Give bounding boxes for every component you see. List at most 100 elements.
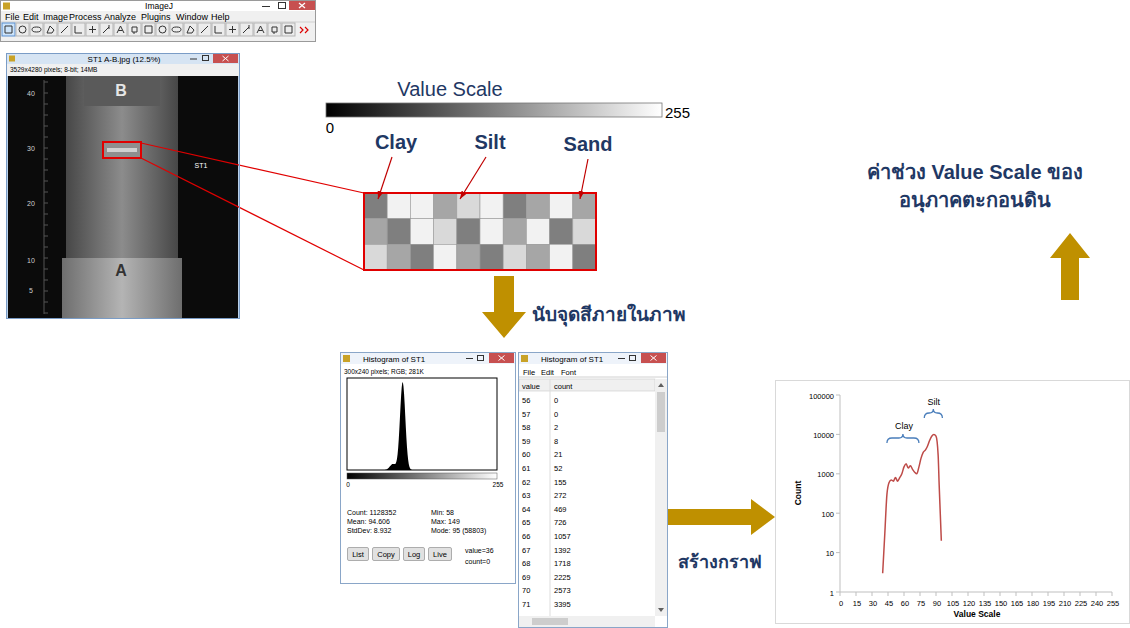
line-chart	[775, 380, 1130, 624]
axis-tick-label: 10000	[813, 431, 834, 440]
toolbar-button	[47, 26, 54, 33]
cursor-readout: count=0	[465, 558, 490, 566]
toolbar-button	[2, 23, 295, 36]
histogram-window: Histogram of ST1300x240 pixels; RGB; 281…	[340, 352, 516, 584]
table-cell: 272	[554, 491, 567, 500]
depth-number: 20	[27, 200, 35, 208]
histogram-list-frame	[657, 392, 665, 432]
line-chart	[936, 592, 937, 596]
table-cell: 21	[554, 450, 562, 459]
histogram-list-frame	[618, 358, 625, 359]
axis-tick-label: 45	[885, 599, 893, 608]
axis-tick-label: 10	[826, 549, 834, 558]
pixel-cell	[434, 193, 457, 219]
toolbar-button	[145, 26, 152, 33]
toolbar-button	[128, 23, 141, 36]
pixel-cell	[364, 219, 387, 245]
table-cell: 63	[522, 491, 530, 500]
axis-number: 0	[346, 481, 350, 489]
toolbar-button	[30, 23, 43, 36]
window-title: ST1 A-B.jpg (12.5%)	[88, 55, 161, 65]
depth-ruler	[44, 192, 48, 193]
line-chart	[840, 592, 841, 596]
toolbar-button	[229, 26, 236, 33]
axis-number: 255	[493, 481, 504, 489]
histogram-list-frame	[519, 616, 655, 627]
line-chart	[904, 592, 905, 596]
pixel-cell	[410, 193, 433, 219]
depth-ruler	[44, 181, 48, 182]
toolbar-button	[285, 26, 292, 33]
image-window-frame	[213, 54, 238, 63]
depth-ruler	[44, 115, 48, 116]
menu-item: Edit	[23, 12, 39, 23]
histogram-list-frame	[519, 379, 655, 391]
selection-box	[107, 148, 137, 152]
table-cell: 155	[554, 478, 567, 487]
histogram-window-frame	[343, 355, 350, 362]
core-end-mark: A	[115, 261, 127, 280]
histogram-list-frame	[518, 352, 668, 628]
line-chart	[1032, 592, 1033, 596]
line-chart	[836, 434, 840, 435]
pixel-cell	[457, 244, 480, 270]
histogram-list-frame	[630, 356, 636, 361]
histogram-list-frame	[521, 355, 528, 362]
image-window: ST1 A-B.jpg (12.5%)3529x4280 pixels; 8-b…	[6, 53, 240, 319]
toolbar-button	[254, 23, 267, 36]
button-label: Live	[433, 550, 447, 559]
depth-ruler	[44, 269, 48, 270]
toolbar-button	[159, 26, 166, 33]
table-cell: 66	[522, 532, 530, 541]
histogram-list-frame	[519, 353, 667, 364]
axis-tick-label: 105	[947, 599, 960, 608]
app-window-frame	[279, 3, 286, 9]
toolbar-button	[117, 26, 124, 33]
menu-item: Image	[43, 12, 68, 23]
axis-tick-label: 225	[1075, 599, 1088, 608]
result-label: ค่าช่วง Value Scale ของ อนุภาคตะกอนดิน	[840, 158, 1110, 214]
pixel-cell	[503, 244, 526, 270]
image-window-frame	[190, 59, 197, 60]
image-window-frame	[6, 53, 240, 319]
axis-tick-label: 60	[901, 599, 909, 608]
pixel-cell	[410, 219, 433, 245]
table-cell: 68	[522, 559, 530, 568]
histogram-window-frame	[499, 356, 505, 361]
axis-tick-label: 165	[1011, 599, 1024, 608]
toolbar-button	[89, 26, 96, 33]
depth-ruler	[44, 247, 48, 248]
zoom-leader-line	[141, 143, 364, 270]
scale-end: 0	[326, 119, 334, 137]
statistic: Mean: 94.606	[347, 518, 390, 526]
histogram-list-frame	[658, 383, 664, 612]
table-cell: 52	[554, 464, 562, 473]
pixel-cell	[387, 193, 410, 219]
histogram-window-frame	[489, 353, 514, 363]
axis-tick-label: 30	[869, 599, 877, 608]
histogram-list-frame	[532, 618, 568, 625]
window-button: Copy	[372, 547, 400, 561]
window-button: List	[347, 547, 369, 561]
button-label: Log	[408, 550, 421, 559]
toolbar-button	[103, 25, 109, 33]
chart-panel: 1000001000010001001010153045607590105120…	[775, 380, 1130, 624]
histogram-window-frame	[478, 356, 484, 361]
axis-tick-label: 180	[1027, 599, 1040, 608]
app-window-frame	[289, 1, 315, 10]
table-cell: 8	[554, 437, 558, 446]
toolbar-button	[142, 23, 155, 36]
toolbar-button	[61, 26, 68, 33]
app-window-frame	[3, 3, 10, 10]
table-cell: 2	[554, 423, 558, 432]
pixel-cell	[434, 244, 457, 270]
scale-end: 255	[665, 104, 690, 122]
axis-tick-label: 195	[1043, 599, 1056, 608]
table-cell: 1057	[554, 532, 571, 541]
statistic: Min: 58	[431, 509, 454, 517]
toolbar-button	[187, 26, 194, 33]
depth-ruler	[44, 291, 48, 292]
particle-label: Clay	[375, 130, 417, 154]
table-cell: 0	[554, 396, 558, 405]
